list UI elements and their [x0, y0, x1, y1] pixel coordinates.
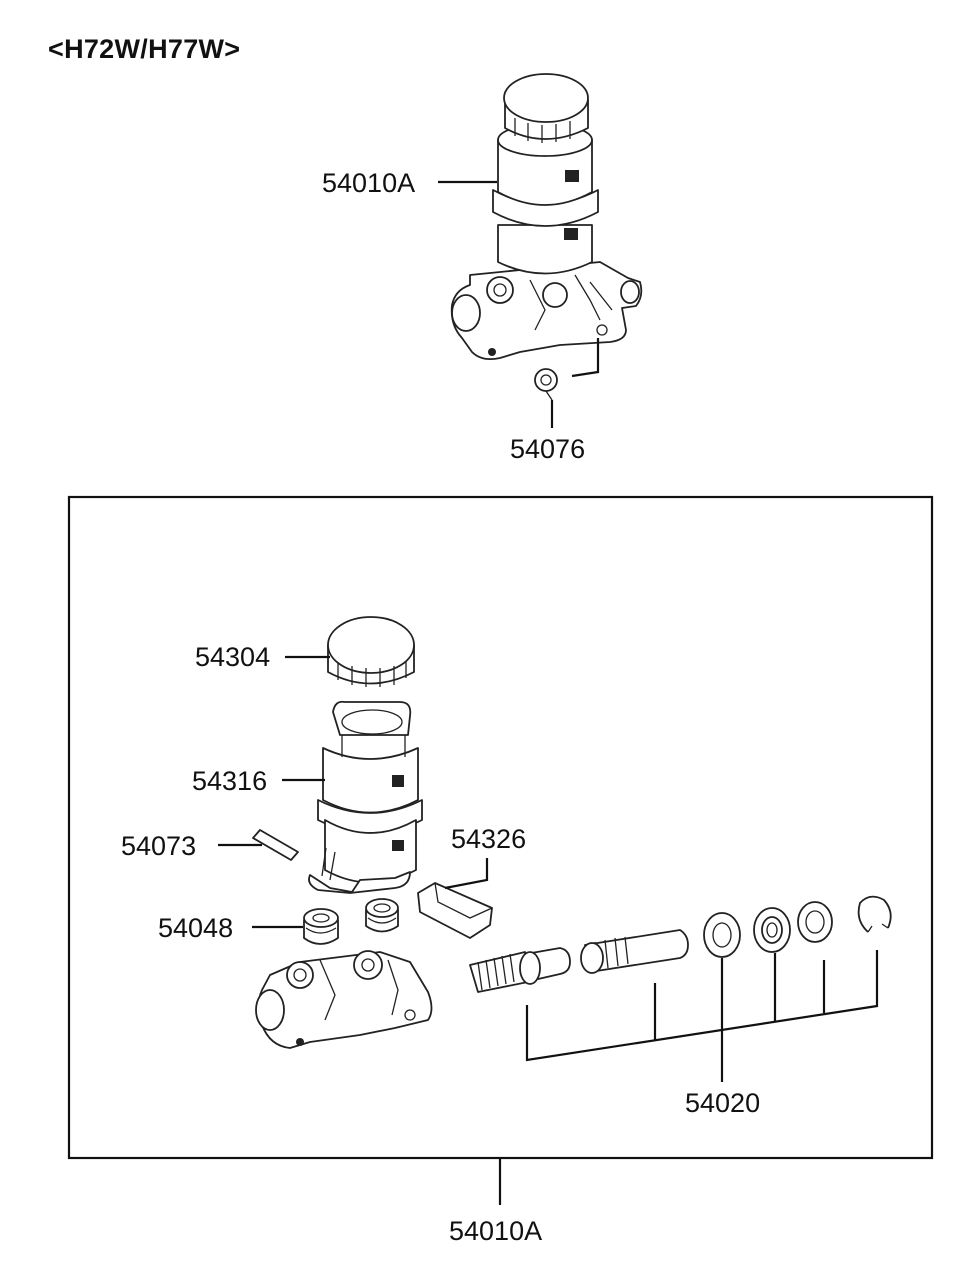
reservoir-illustration: [308, 700, 423, 894]
callout-54326: 54326: [451, 824, 526, 854]
master-cylinder-assembly-illustration: [450, 73, 643, 401]
snap-ring-illustration: [857, 895, 892, 933]
secondary-piston-illustration: [469, 947, 571, 993]
callout-54010A-top: 54010A: [322, 168, 415, 198]
callout-54316: 54316: [192, 766, 267, 796]
seal-illustration: [417, 882, 493, 939]
callout-54073: 54073: [121, 831, 196, 861]
reservoir-cap-illustration: [327, 616, 415, 687]
primary-piston-illustration: [580, 929, 689, 974]
callout-54048: 54048: [158, 913, 233, 943]
callout-54076: 54076: [510, 434, 585, 464]
piston-cup-illustration: [703, 912, 741, 958]
callout-54020: 54020: [685, 1088, 760, 1118]
callout-54010A-bottom: 54010A: [449, 1216, 542, 1246]
cylinder-body-illustration: [255, 950, 433, 1049]
pin-illustration: [252, 829, 299, 861]
callout-54304: 54304: [195, 642, 270, 672]
washer-illustration: [797, 901, 833, 943]
grommet-illustration: [303, 898, 399, 945]
page-title: <H72W/H77W>: [48, 34, 241, 64]
piston-seal-illustration: [753, 907, 791, 953]
